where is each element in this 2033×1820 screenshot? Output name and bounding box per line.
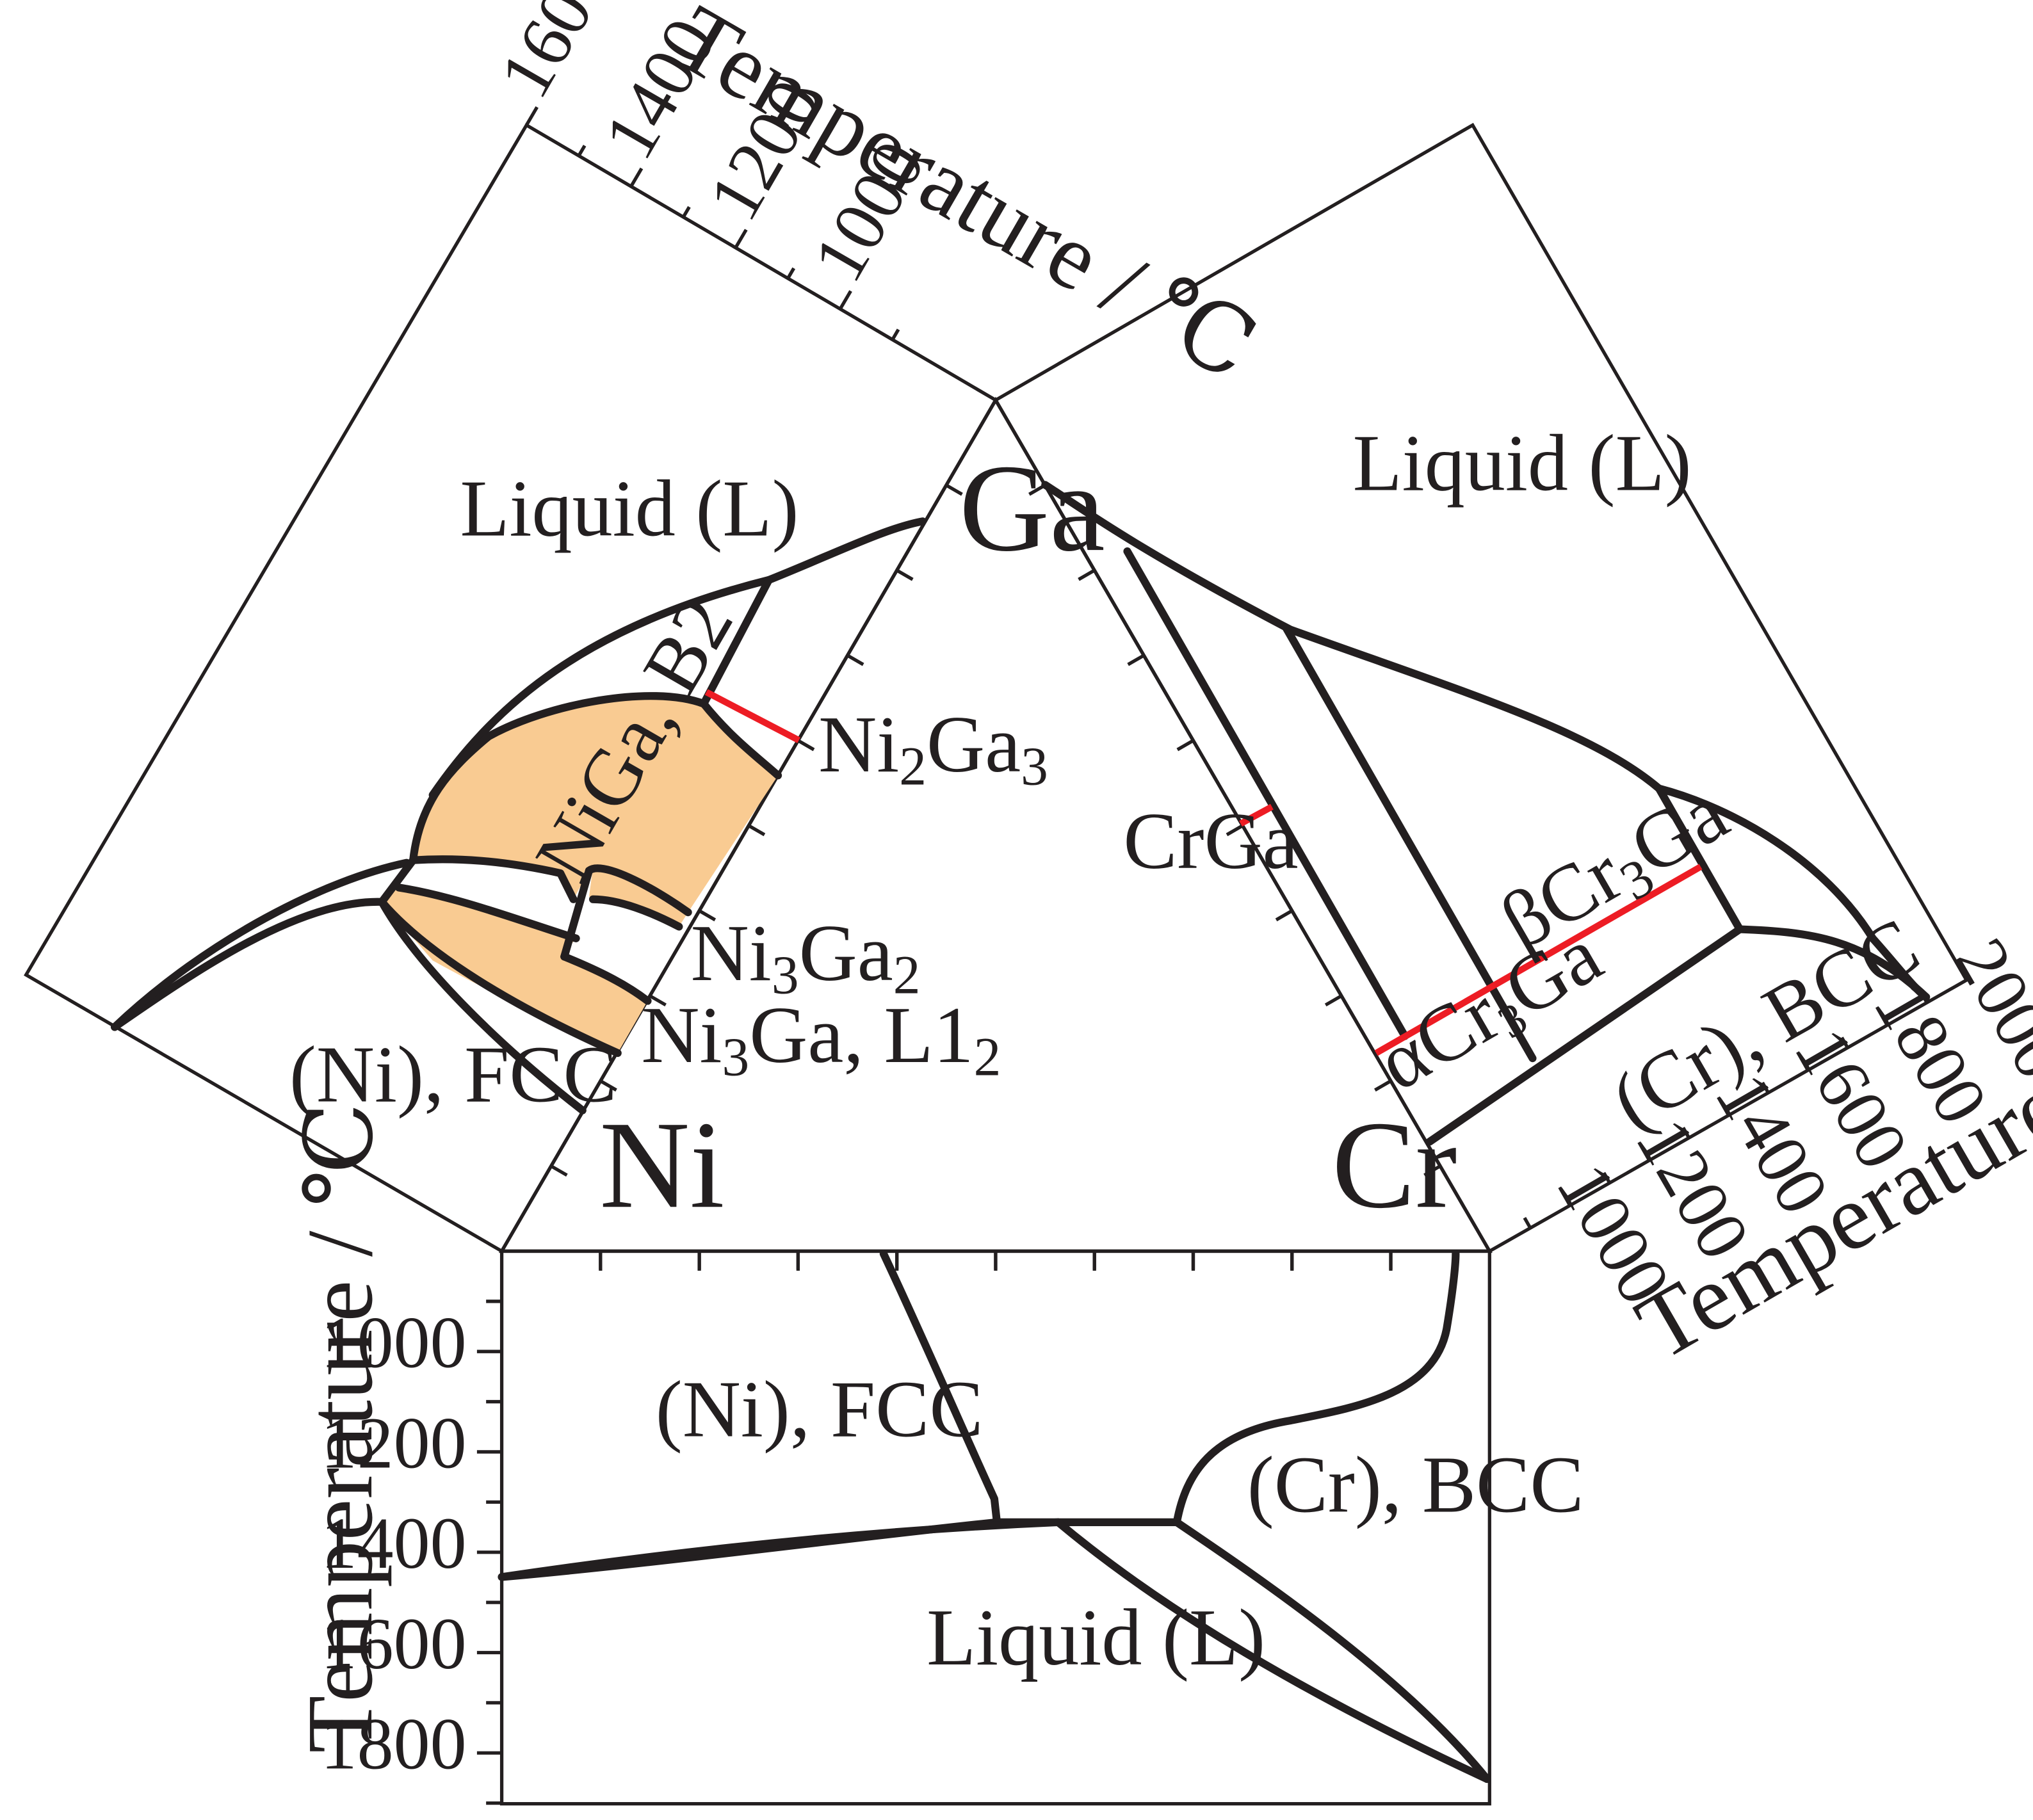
ni3ga2-region (588, 866, 688, 927)
ternary-tick-right (1078, 568, 1096, 581)
ternary-tick-right (1374, 1079, 1392, 1092)
niga-temperature-tick (786, 267, 796, 280)
crga-line (1239, 803, 1274, 827)
ni2ga3-label: Ni2Ga3 (818, 700, 1048, 796)
ni3ga-upper-boundary (394, 883, 580, 942)
nicr-temperature-tick-label: 1800 (321, 1703, 467, 1785)
crga-temperature-tick (1761, 1081, 1770, 1094)
fcc-solvus-line (378, 898, 587, 1115)
crga-temperature-tick (1602, 1172, 1612, 1184)
nicr-fcc-liquidus-line (498, 1518, 1062, 1581)
beta-cr3ga-solvus (1735, 925, 1931, 1001)
crga-liquidus-line (1041, 481, 1931, 1001)
ni3ga2-upper-boundary (585, 864, 692, 917)
ni-cr-temperature-ticks: 1000 1200 1400 1600 1800 (321, 1300, 502, 1805)
ternary-tick-right (1275, 909, 1293, 922)
niga-temperature-tick (629, 167, 644, 188)
niga-b2-dome (409, 692, 708, 864)
crga-temperature-tick (1637, 1141, 1651, 1161)
niga-temperature-tick (681, 205, 691, 218)
cr-ga-liquid-label: Liquid (L) (1353, 419, 1692, 508)
crga-temperature-tick (1954, 961, 1968, 981)
ni-cr-binary-panel: 1000 1200 1400 1600 1800 (Ni), FCC (Cr), BCC… (288, 1102, 1584, 1806)
ternary-tick-left (599, 1079, 617, 1092)
ternary-tick-left (649, 994, 667, 1007)
ternary-tick-left (846, 654, 864, 666)
ternary-tick-right (1324, 994, 1343, 1007)
fcc-liquidus-line (110, 858, 411, 1031)
alpha-cr3ga-lower-boundary (1425, 925, 1744, 1146)
nicr-temperature-tick-label: 1200 (321, 1402, 467, 1483)
crga-compound-line (1123, 547, 1409, 1040)
ni-cr-composition-ticks (599, 1251, 1393, 1271)
beta-cr3ga-line (1655, 784, 1744, 933)
niga-liquidus-line (428, 517, 927, 799)
niga-b2-right-boundary (699, 700, 782, 780)
crga-temperature-tick (1681, 1127, 1690, 1139)
ni3ga-label: Ni3Ga, L12 (641, 991, 1001, 1087)
crga-temperature-tick (1717, 1096, 1730, 1116)
ni3ga2-label: Ni3Ga2 (691, 909, 921, 1005)
element-label-cr: Cr (1332, 1096, 1457, 1234)
nicr-temperature-tick-label: 1400 (321, 1502, 467, 1584)
ternary-tick-left (698, 909, 717, 922)
ternary-tick-right (1127, 654, 1145, 666)
ni-ga-liquid-label: Liquid (L) (460, 465, 798, 554)
ni3ga2-lower-boundary (588, 895, 683, 931)
ternary-tick-right (1423, 1164, 1441, 1177)
nicr-temperature-tick-label: 1000 (321, 1302, 467, 1383)
nicr-bcc-solvus-line (1172, 1250, 1460, 1527)
ni-cr-bcc-label: (Cr), BCC (1247, 1441, 1584, 1530)
niga-temperature-tick (577, 145, 587, 157)
niga-temperature-tick-label: 1600 (483, 0, 627, 111)
niga-b2-lower-boundary (409, 855, 578, 903)
ternary-tick-left (797, 739, 815, 752)
crga-temperature-tick (1875, 1006, 1889, 1026)
niga-temperature-tick (734, 229, 748, 249)
ni3ga-lower-boundary (378, 898, 622, 1058)
element-label-ni: Ni (599, 1096, 724, 1234)
crga-temperature-tick (1796, 1051, 1810, 1072)
ni3ga-solvus (560, 953, 652, 1005)
niga-b2-region (413, 696, 779, 913)
alpha-cr3ga-line (1282, 624, 1537, 1063)
crga-temperature-tick (1919, 991, 1929, 1004)
ni3ga2-stem (560, 866, 594, 961)
niga-temperature-tick (838, 290, 852, 310)
ni-cr-liquid-label: Liquid (L) (927, 1593, 1265, 1682)
ternary-tick-right (1226, 824, 1243, 837)
crga-temperature-tick (1840, 1036, 1849, 1049)
crga-label: CrGa (1123, 797, 1298, 886)
ternary-tick-left (747, 824, 766, 837)
ternary-tick-left (945, 483, 963, 496)
ni-cr-temperature-axis-title: Temperature / ℃ (288, 1102, 392, 1753)
nicr-fcc-solvus-line (879, 1250, 1001, 1527)
fcc-solidus-line (110, 898, 386, 1031)
ni3ga-region (382, 887, 648, 1053)
ni2ga3-line (704, 689, 800, 743)
ni-cr-fcc-label: (Ni), FCC (656, 1365, 984, 1454)
niga-temperature-tick (524, 106, 539, 126)
nicr-bcc-solidus-line (1172, 1518, 1491, 1784)
crga-temperature-tick (1523, 1217, 1532, 1229)
niga-temperature-tick (891, 328, 900, 341)
nicr-temperature-tick-label: 1600 (321, 1603, 467, 1684)
ternary-tick-left (896, 568, 914, 581)
ni2ga3-left-boundary (699, 576, 773, 708)
peritectic-line (378, 856, 417, 906)
cr3ga-transformation-line (1374, 864, 1703, 1056)
alpha-cr3ga-label: αCr3Ga (1363, 910, 1617, 1110)
nicr-bcc-liquidus-line (1054, 1518, 1491, 1784)
ni-ga-fcc-label: (Ni), FCC (289, 1030, 617, 1119)
crga-temperature-tick (1558, 1186, 1572, 1207)
ternary-tick-right (1176, 739, 1194, 752)
ternary-tick-left (550, 1164, 568, 1177)
